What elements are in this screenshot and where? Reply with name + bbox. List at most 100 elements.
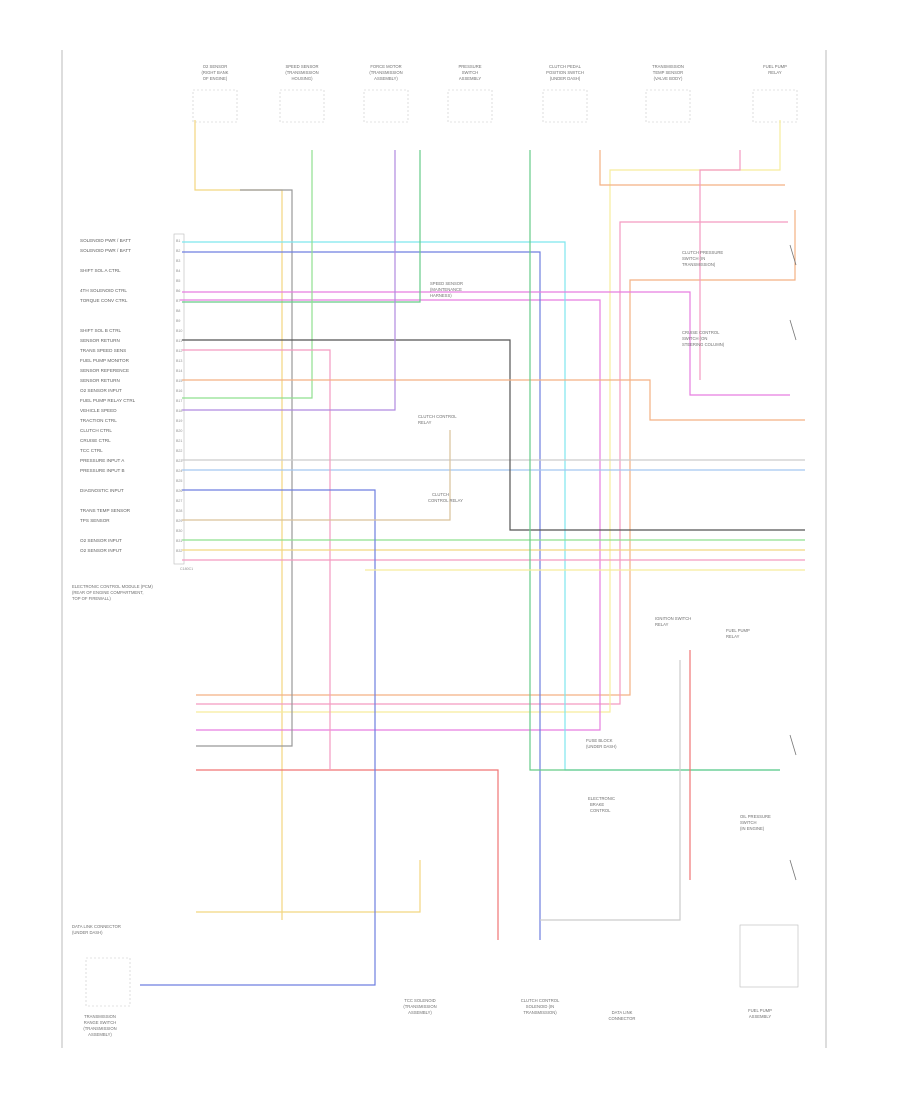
pcm-pin-label: O2 SENSOR INPUT	[80, 538, 122, 543]
wire-yellow	[194, 120, 283, 920]
top-component-box	[645, 89, 691, 123]
bottom-left-note-1: DATA LINK CONNECTOR	[72, 924, 121, 929]
pcm-pin-label: SENSOR RETURN	[80, 338, 120, 343]
wire-magenta	[182, 291, 790, 396]
wire-dark_green	[182, 150, 421, 303]
bottom-component-label: SOLENOID (IN	[526, 1004, 554, 1009]
mid-label-speed-sensor-3: HARNESS)	[430, 293, 452, 298]
top-component-box	[363, 89, 409, 123]
mid-labels: SPEED SENSOR (MAINTENANCE HARNESS) CLUTC…	[418, 281, 463, 503]
wire-pink	[196, 221, 788, 705]
wire-pink	[182, 349, 331, 770]
brake-control-label-2: BRAKE	[590, 802, 604, 807]
wire-magenta	[180, 299, 601, 731]
pcm-pin-label: SOLENOID PWR / BATT	[80, 238, 131, 243]
pcm-pin-number: B7	[176, 299, 180, 303]
brake-control-label-3: CONTROL	[590, 808, 611, 813]
bottom-component-label: DATA LINK	[612, 1010, 633, 1015]
pcm-pin-row: B25	[176, 479, 182, 483]
right-switch-2-label-1: CRUISE CONTROL	[682, 330, 720, 335]
pcm-pin-row: B30	[176, 529, 182, 533]
pcm-pin-number: B14	[176, 369, 182, 373]
pcm-pin-row: B5	[176, 279, 180, 283]
pcm-pin-label: SENSOR REFERENCE	[80, 368, 129, 373]
ignition-relay-label-2: RELAY	[655, 622, 669, 627]
pcm-pin-row: TPS SENSOR B29	[80, 518, 182, 523]
oil-switch-label-3: (IN ENGINE)	[740, 826, 765, 831]
pcm-pin-label: PRESSURE INPUT A	[80, 458, 125, 463]
pcm-pin-label: TCC CTRL	[80, 448, 103, 453]
pcm-pin-label: FUEL PUMP RELAY CTRL	[80, 398, 136, 403]
bottom-component-label: CLUTCH CONTROL	[521, 998, 560, 1003]
pcm-pin-number: B30	[176, 529, 182, 533]
wire-orange	[182, 379, 805, 421]
pcm-pin-number: B29	[176, 519, 182, 523]
pcm-pin-label: 4TH SOLENOID CTRL	[80, 288, 127, 293]
top-component-label: (RIGHT BANK	[202, 70, 229, 75]
pcm-pin-number: B8	[176, 309, 180, 313]
pcm-pin-label: TRACTION CTRL	[80, 418, 117, 423]
top-component-label: SWITCH	[462, 70, 479, 75]
top-component-box	[542, 89, 588, 123]
pcm-pin-label: PRESSURE INPUT B	[80, 468, 125, 473]
mid-label-clutch-control-1: CLUTCH	[432, 492, 449, 497]
right-switch-1-label-1: CLUTCH PRESSURE	[682, 250, 723, 255]
pcm-pin-row: B27	[176, 499, 182, 503]
pcm-pin-number: B4	[176, 269, 180, 273]
wire-blue	[140, 489, 376, 986]
wire-orange	[599, 150, 785, 186]
pcm-pin-number: B16	[176, 389, 182, 393]
bottom-component-label: TRANSMISSION)	[523, 1010, 557, 1015]
pcm-pin-number: B2	[176, 249, 180, 253]
pcm-pin-label: SOLENOID PWR / BATT	[80, 248, 131, 253]
pcm-pin-row: SOLENOID PWR / BATT B2	[80, 248, 180, 253]
wire-pink	[699, 150, 741, 380]
top-component-label: (TRANSMISSION	[369, 70, 402, 75]
pcm-pin-label: FUEL PUMP MONITOR	[80, 358, 130, 363]
mid-label-speed-sensor-1: SPEED SENSOR	[430, 281, 463, 286]
wire-blue	[182, 251, 541, 940]
switch-contact	[789, 319, 797, 341]
pcm-pin-label: TPS SENSOR	[80, 518, 110, 523]
pcm-pin-row: PRESSURE INPUT B B24	[80, 468, 182, 473]
wire-red	[196, 769, 499, 940]
bottom-component-label: ASSEMBLY)	[408, 1010, 432, 1015]
wire-light_yellow	[196, 120, 781, 713]
pcm-pin-row: B8	[176, 309, 180, 313]
right-switch-2-label-3: STEERING COLUMN)	[682, 342, 725, 347]
oil-switch-label-1: OIL PRESSURE	[740, 814, 771, 819]
top-component-label: POSITION SWITCH	[546, 70, 584, 75]
mid-label-clutch-relay-2: RELAY	[418, 420, 432, 425]
wire-dark_gray	[182, 339, 805, 531]
pcm-pin-label: DIAGNOSTIC INPUT	[80, 488, 124, 493]
bottom-component-label: ASSEMBLY)	[88, 1032, 112, 1037]
bottom-component-label: TRANSMISSION	[84, 1014, 116, 1019]
top-component-label: PRESSURE	[458, 64, 481, 69]
pcm-pin-number: B24	[176, 469, 182, 473]
bottom-component-label: ASSEMBLY	[749, 1014, 771, 1019]
ignition-relay-label-1: IGNITION SWITCH	[655, 616, 691, 621]
pcm-pin-number: B13	[176, 359, 182, 363]
bottom-component-label: (TRANSMISSION	[83, 1026, 116, 1031]
wire-violet	[182, 150, 396, 411]
pcm-block-label-3: TOP OF FIREWALL)	[72, 596, 111, 601]
pcm-pin-number: B31	[176, 539, 182, 543]
